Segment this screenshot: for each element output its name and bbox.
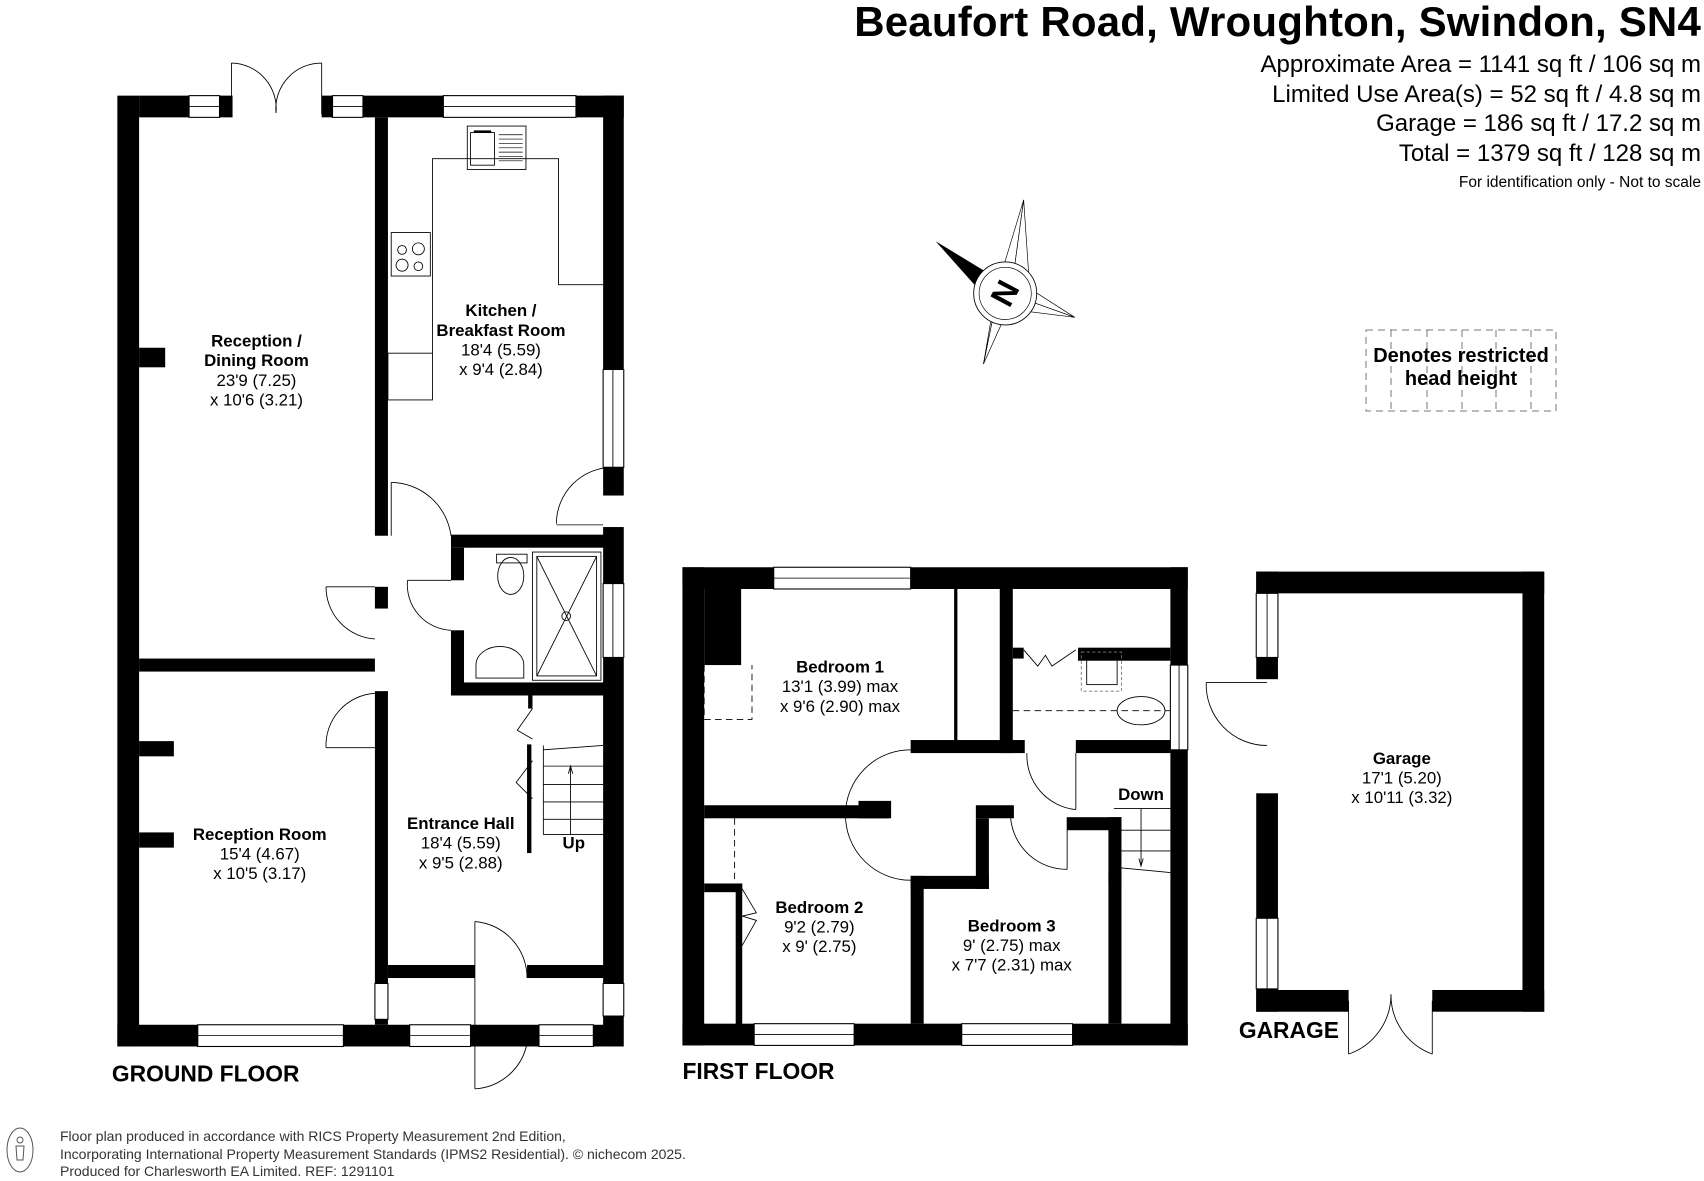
room-name-entrance-hall: Entrance Hall: [407, 814, 515, 833]
room-name-kitchen: Kitchen /: [465, 301, 536, 320]
area-summary: Approximate Area = 1141 sq ft / 106 sq m…: [801, 50, 1701, 168]
rics-person-icon: [6, 1127, 34, 1173]
room-dim-entrance-hall-length: 18'4 (5.59): [421, 834, 501, 853]
dashed-grid-icon: [1365, 329, 1557, 412]
footer: Floor plan produced in accordance with R…: [0, 1118, 900, 1179]
room-dim-bedroom-1-length: 13'1 (3.99) max: [782, 677, 899, 696]
room-dim-entrance-hall-width: x 9'5 (2.88): [419, 853, 503, 872]
footer-line-3: Produced for Charlesworth EA Limited. RE…: [60, 1163, 395, 1179]
property-address-title: Beaufort Road, Wroughton, Swindon, SN4: [854, 0, 1701, 45]
stairs-up-label: Up: [563, 834, 585, 853]
room-name-kitchen-2: Breakfast Room: [436, 321, 565, 340]
room-dim-kitchen-width: x 9'4 (2.84): [459, 360, 543, 379]
room-dim-reception-dining-width: x 10'6 (3.21): [210, 390, 303, 409]
room-dim-bedroom-2-length: 9'2 (2.79): [784, 917, 855, 936]
garage-area: Garage = 186 sq ft / 17.2 sq m: [1376, 110, 1701, 137]
limited-use-area: Limited Use Area(s) = 52 sq ft / 4.8 sq …: [1272, 80, 1701, 108]
ground-floor-plan: Reception / Dining Room 23'9 (7.25) x 10…: [112, 62, 625, 1090]
room-name-bedroom-1: Bedroom 1: [796, 658, 884, 677]
room-dim-bedroom-2-width: x 9' (2.75): [782, 937, 856, 956]
room-dim-bedroom-3-length: 9' (2.75) max: [963, 936, 1061, 955]
room-name-reception-room: Reception Room: [193, 825, 327, 844]
room-name-reception-dining-2: Dining Room: [204, 351, 309, 370]
room-dim-reception-room-length: 15'4 (4.67): [220, 845, 300, 864]
room-dim-bedroom-3-width: x 7'7 (2.31) max: [952, 955, 1073, 974]
scale-disclaimer: For identification only - Not to scale: [1458, 174, 1701, 191]
first-floor-label: FIRST FLOOR: [682, 1058, 834, 1084]
room-dim-reception-dining-length: 23'9 (7.25): [216, 371, 296, 390]
room-name-reception-dining: Reception /: [211, 332, 302, 351]
room-name-garage: Garage: [1373, 749, 1431, 768]
header: Beaufort Road, Wroughton, Swindon, SN4 A…: [801, 0, 1704, 192]
room-dim-kitchen-length: 18'4 (5.59): [461, 340, 541, 359]
first-floor-plan: Bedroom 1 13'1 (3.99) max x 9'6 (2.90) m…: [682, 566, 1189, 1084]
footer-line-2: Incorporating International Property Mea…: [60, 1145, 686, 1162]
garage-floor-label: GARAGE: [1239, 1017, 1339, 1043]
ground-floor-label: GROUND FLOOR: [112, 1060, 300, 1086]
approximate-area: Approximate Area = 1141 sq ft / 106 sq m: [1260, 51, 1701, 78]
room-dim-garage-length: 17'1 (5.20): [1362, 769, 1442, 788]
room-dim-reception-room-width: x 10'5 (3.17): [213, 864, 306, 883]
room-name-bedroom-2: Bedroom 2: [775, 898, 863, 917]
footer-line-1: Floor plan produced in accordance with R…: [60, 1128, 566, 1144]
garage-plan: Garage 17'1 (5.20) x 10'11 (3.32) GARAGE: [1205, 571, 1545, 1055]
room-dim-garage-width: x 10'11 (3.32): [1351, 788, 1452, 807]
compass-rose-icon: N: [935, 199, 1075, 365]
stairs-down-label: Down: [1118, 785, 1164, 804]
legend-line-2: head height: [1404, 368, 1518, 390]
total-area: Total = 1379 sq ft / 128 sq m: [1398, 139, 1701, 167]
restricted-height-legend: Denotes restricted head height: [1365, 329, 1557, 412]
room-dim-bedroom-1-width: x 9'6 (2.90) max: [780, 697, 901, 716]
legend-line-1: Denotes restricted: [1373, 345, 1549, 367]
room-name-bedroom-3: Bedroom 3: [968, 916, 1056, 935]
